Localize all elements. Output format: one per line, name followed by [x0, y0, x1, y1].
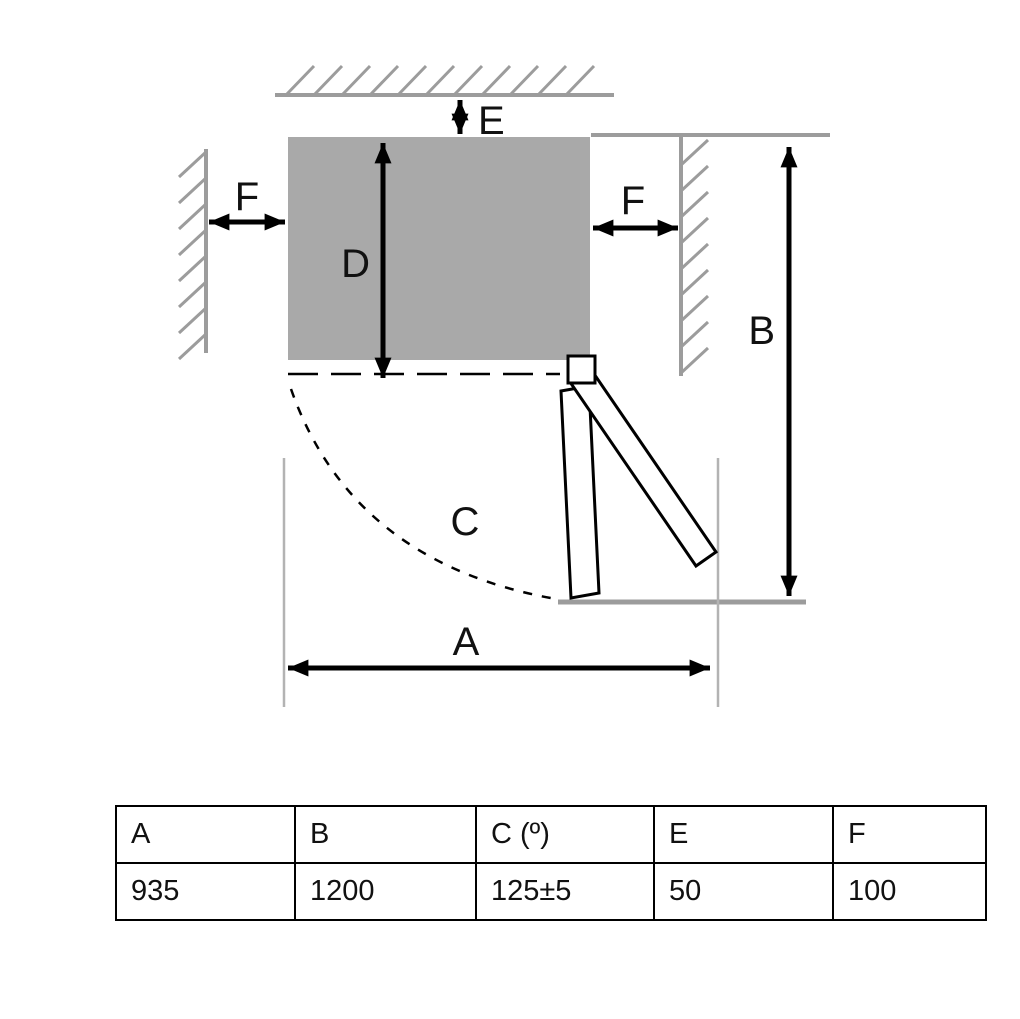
- label-e: E: [478, 99, 505, 143]
- dimension-d: D: [341, 142, 392, 378]
- clearance-diagram: E F F D B C A: [177, 64, 830, 707]
- dim-value-a: 935: [115, 862, 296, 921]
- dimension-b: B: [748, 146, 798, 596]
- dim-header-b: B: [294, 805, 477, 864]
- dimensions-table-value-row: 935 1200 125±5 50 100: [115, 862, 987, 921]
- dimensions-table-header-row: A B C (º) E F: [115, 805, 987, 864]
- dim-value-f: 100: [832, 862, 987, 921]
- dimension-e: E: [451, 99, 505, 143]
- dim-value-b: 1200: [294, 862, 477, 921]
- left-wall-hatching: [177, 150, 208, 361]
- dim-value-e: 50: [653, 862, 834, 921]
- dim-header-a: A: [115, 805, 296, 864]
- dimension-f-right: F: [593, 179, 678, 237]
- dim-header-c: C (º): [475, 805, 655, 864]
- dim-header-f: F: [832, 805, 987, 864]
- label-d: D: [341, 242, 370, 286]
- right-wall: [679, 137, 710, 376]
- door-swing-arc: [289, 388, 557, 601]
- appliance-body: [288, 137, 590, 360]
- dim-header-e: E: [653, 805, 834, 864]
- right-wall-hatching: [679, 138, 710, 375]
- door-hinge-block: [566, 354, 597, 385]
- top-wall-hatching: [284, 64, 596, 97]
- label-c: C: [451, 500, 480, 544]
- dimensions-table: A B C (º) E F 935 1200 125±5 50 100: [115, 805, 987, 921]
- label-a: A: [453, 620, 480, 664]
- label-b: B: [748, 309, 775, 353]
- top-wall: [275, 64, 614, 97]
- label-f-right: F: [621, 179, 645, 223]
- label-f-left: F: [235, 175, 259, 219]
- dim-value-c: 125±5: [475, 862, 655, 921]
- dimension-a: A: [288, 620, 710, 677]
- dimension-f-left: F: [208, 175, 285, 231]
- dimension-c: C: [451, 500, 480, 544]
- left-wall: [177, 149, 208, 361]
